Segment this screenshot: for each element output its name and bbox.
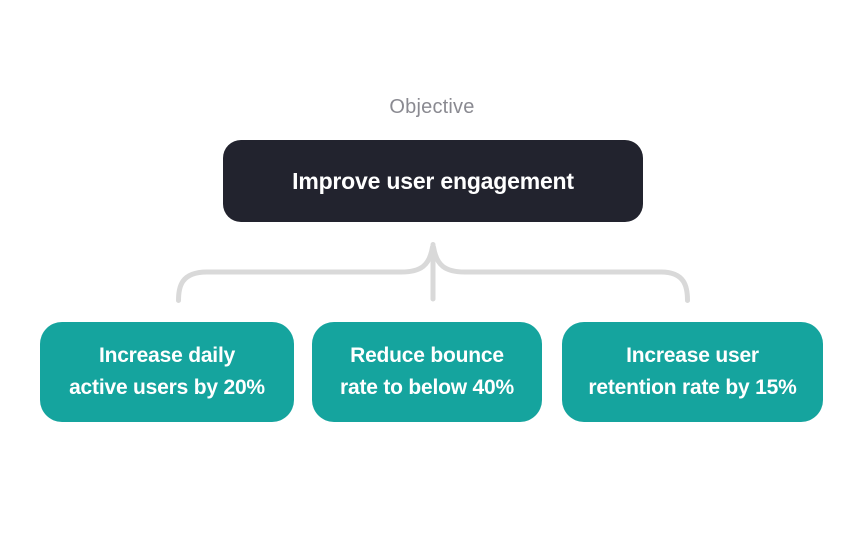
brace-left-arm [176,244,435,303]
key-result-text-line: Increase user [626,344,759,367]
objective-title: Improve user engagement [292,167,574,194]
key-result-text-line: active users by 20% [69,376,265,399]
key-result-node-2[interactable]: Reduce bounce rate to below 40% [312,322,542,422]
key-result-text-line: Increase daily [98,344,236,367]
brace-right-arm [431,244,690,303]
key-result-text-line: Reduce bounce [350,344,504,367]
key-result-node-3[interactable]: Increase user retention rate by 15% [562,322,823,422]
key-result-text-line: rate to below 40% [340,376,514,399]
objective-label: Objective [389,96,475,118]
key-result-text-line: retention rate by 15% [588,376,797,399]
objective-node[interactable]: Improve user engagement [223,140,643,222]
key-result-node-1[interactable]: Increase daily active users by 20% [40,322,294,422]
